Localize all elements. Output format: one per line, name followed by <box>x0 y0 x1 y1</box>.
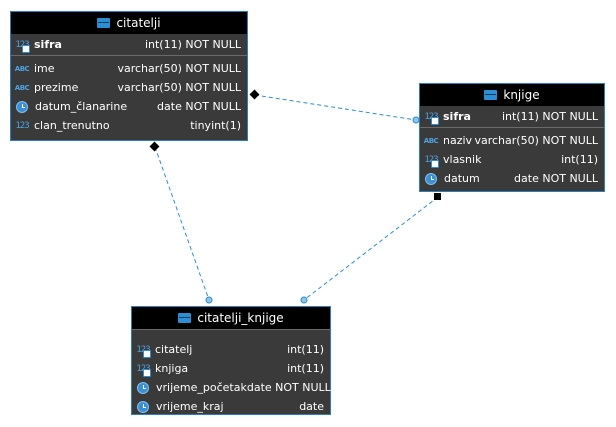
table-citatelji[interactable]: citatelji 123 sifra int(11) NOT NULL ABC… <box>10 11 248 141</box>
text-icon: ABC <box>423 136 439 145</box>
table-header[interactable]: citatelji <box>11 12 247 34</box>
column-row[interactable]: vrijeme_kraj date <box>132 397 330 416</box>
numeric-key-icon: 123 <box>423 110 439 125</box>
column-type: tinyint(1) <box>190 119 241 132</box>
column-row[interactable]: ABC naziv varchar(50) NOT NULL <box>420 131 604 150</box>
column-row[interactable]: datum date NOT NULL <box>420 169 604 188</box>
link-end-square <box>434 193 441 200</box>
column-type: date NOT NULL <box>246 381 331 394</box>
table-icon <box>97 18 111 28</box>
column-name: sifra <box>443 110 471 123</box>
column-name: vrijeme_kraj <box>156 400 224 413</box>
column-type: date NOT NULL <box>157 100 241 113</box>
column-type: int(11) <box>287 362 324 375</box>
numeric-key-icon: 123 <box>135 362 151 377</box>
numeric-key-icon: 123 <box>423 153 439 168</box>
link-knjige-citatelji_knjige <box>303 196 439 301</box>
link-end-diamond <box>249 89 260 100</box>
table-citatelji-knjige[interactable]: citatelji_knjige 123 citatelj int(11) 12… <box>131 306 331 415</box>
column-type: int(11) NOT NULL <box>144 38 241 51</box>
link-end-dot <box>205 296 213 304</box>
table-icon <box>484 90 498 100</box>
column-name: citatelj <box>155 343 193 356</box>
column-name: vrijeme_početak <box>156 381 247 394</box>
numeric-icon: 123 <box>15 120 29 131</box>
pk-row[interactable]: 123 sifra int(11) NOT NULL <box>11 34 247 56</box>
link-end-dot <box>300 296 308 304</box>
link-end-diamond <box>149 141 160 152</box>
clock-icon <box>16 100 28 113</box>
table-name: citatelji_knjige <box>197 311 284 325</box>
column-row[interactable]: 123 vlasnik int(11) <box>420 150 604 169</box>
column-name: ime <box>34 62 55 75</box>
column-type: int(11) <box>561 153 598 166</box>
clock-icon <box>425 172 437 185</box>
column-name: datum_članarine <box>35 100 128 113</box>
column-name: prezime <box>34 81 79 94</box>
table-icon <box>178 313 192 323</box>
column-name: knjiga <box>155 362 189 375</box>
table-name: citatelji <box>116 16 161 30</box>
column-name: sifra <box>34 38 62 51</box>
column-row[interactable]: vrijeme_početak date NOT NULL <box>132 378 331 397</box>
column-row[interactable]: 123 clan_trenutno tinyint(1) <box>11 116 247 135</box>
column-type: int(11) NOT NULL <box>501 110 598 123</box>
table-name: knjige <box>503 88 540 102</box>
column-type: date <box>299 400 324 413</box>
column-name: naziv <box>443 134 473 147</box>
column-type: varchar(50) NOT NULL <box>474 134 598 147</box>
text-icon: ABC <box>14 64 30 73</box>
table-header[interactable]: citatelji_knjige <box>132 307 330 329</box>
pk-row[interactable]: 123 sifra int(11) NOT NULL <box>420 106 604 128</box>
text-icon: ABC <box>14 83 30 92</box>
link-citatelji-citatelji_knjige <box>154 146 210 301</box>
numeric-key-icon: 123 <box>14 38 30 53</box>
column-row[interactable]: 123 knjiga int(11) <box>132 359 330 378</box>
column-name: clan_trenutno <box>34 119 110 132</box>
table-knjige[interactable]: knjige 123 sifra int(11) NOT NULL ABC na… <box>419 83 605 192</box>
numeric-key-icon: 123 <box>135 343 151 358</box>
link-citatelji-knjige <box>254 94 417 121</box>
clock-icon <box>137 381 149 394</box>
column-name: vlasnik <box>443 153 482 166</box>
table-header[interactable]: knjige <box>420 84 604 106</box>
column-row[interactable]: datum_članarine date NOT NULL <box>11 97 247 116</box>
column-type: int(11) <box>287 343 324 356</box>
clock-icon <box>137 400 149 413</box>
column-type: date NOT NULL <box>514 172 598 185</box>
column-type: varchar(50) NOT NULL <box>117 81 241 94</box>
column-row[interactable]: 123 citatelj int(11) <box>132 340 330 359</box>
column-row[interactable]: ABC ime varchar(50) NOT NULL <box>11 59 247 78</box>
column-row[interactable]: ABC prezime varchar(50) NOT NULL <box>11 78 247 97</box>
column-type: varchar(50) NOT NULL <box>117 62 241 75</box>
column-name: datum <box>444 172 480 185</box>
